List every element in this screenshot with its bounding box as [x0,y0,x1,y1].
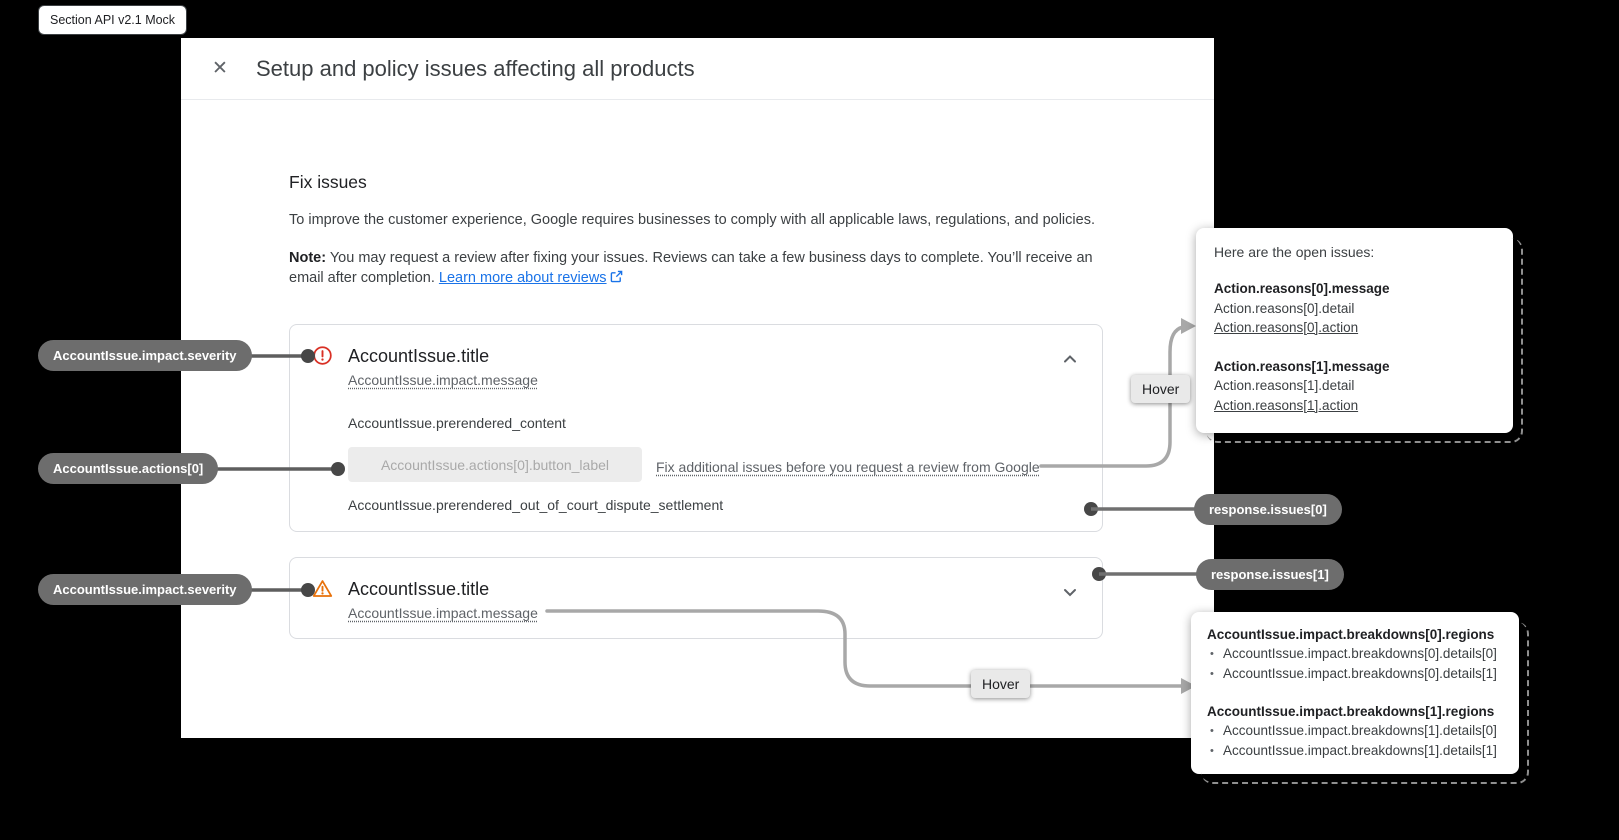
annotation-pill-impact-severity-1: AccountIssue.impact.severity [38,340,252,371]
annotation-pill-impact-severity-2: AccountIssue.impact.severity [38,574,252,605]
breakdown-detail: AccountIssue.impact.breakdowns[1].detail… [1207,721,1503,741]
issue-impact-message-link[interactable]: AccountIssue.impact.message [348,372,538,388]
breakdown-regions: AccountIssue.impact.breakdowns[0].region… [1207,627,1495,642]
dialog-header: ✕ Setup and policy issues affecting all … [181,38,1214,100]
issue-card-2: AccountIssue.title AccountIssue.impact.m… [289,557,1103,639]
hover-chip-1: Hover [1131,375,1191,403]
tooltip-breakdowns: AccountIssue.impact.breakdowns[0].region… [1191,612,1529,784]
breakdown-detail: AccountIssue.impact.breakdowns[1].detail… [1207,741,1503,760]
fix-additional-issues-link[interactable]: Fix additional issues before you request… [656,459,1040,475]
dispute-settlement-text: AccountIssue.prerendered_out_of_court_di… [348,497,724,513]
reason-action-link[interactable]: Action.reasons[1].action [1214,397,1359,413]
fix-issues-heading: Fix issues [289,172,367,192]
intro-text: To improve the customer experience, Goog… [289,212,1095,228]
mock-version-badge: Section API v2.1 Mock [38,5,188,35]
dialog-title: Setup and policy issues affecting all pr… [256,55,695,81]
issues-dialog: ✕ Setup and policy issues affecting all … [181,38,1214,738]
reason-detail: Action.reasons[0].detail [1214,300,1355,316]
learn-more-link[interactable]: Learn more about reviews [439,270,623,286]
warning-icon [312,578,333,599]
breakdown-group: AccountIssue.impact.breakdowns[0].region… [1207,625,1503,683]
reason-detail: Action.reasons[1].detail [1214,378,1355,393]
issue-title: AccountIssue.title [348,346,490,366]
note-text: Note: You may request a review after fix… [289,248,1119,289]
issue-title: AccountIssue.title [348,579,490,599]
issue-impact-message-link[interactable]: AccountIssue.impact.message [348,605,538,621]
breakdown-details-list: AccountIssue.impact.breakdowns[1].detail… [1207,721,1503,761]
hover-chip-2: Hover [971,670,1031,698]
annotation-pill-response-issues-1: response.issues[1] [1196,559,1344,590]
reason-group: Action.reasons[1].message Action.reasons… [1214,357,1495,416]
close-icon[interactable]: ✕ [212,58,228,79]
tooltip-heading: Here are the open issues: [1214,244,1375,260]
breakdown-details-list: AccountIssue.impact.breakdowns[0].detail… [1207,644,1503,684]
prerendered-content: AccountIssue.prerendered_content [348,415,566,431]
breakdown-group: AccountIssue.impact.breakdowns[1].region… [1207,702,1503,760]
breakdown-detail: AccountIssue.impact.breakdowns[0].detail… [1207,664,1503,683]
reason-message: Action.reasons[1].message [1214,358,1390,374]
breakdown-detail: AccountIssue.impact.breakdowns[0].detail… [1207,644,1503,664]
issue-card-1: AccountIssue.title AccountIssue.impact.m… [289,324,1103,532]
open-in-new-icon [610,269,623,289]
issue-action-button[interactable]: AccountIssue.actions[0].button_label [348,447,642,482]
tooltip-open-issues: Here are the open issues: Action.reasons… [1196,228,1523,443]
chevron-down-icon[interactable] [1058,580,1082,604]
annotation-pill-actions-0: AccountIssue.actions[0] [38,453,219,484]
annotation-pill-response-issues-0: response.issues[0] [1194,494,1342,525]
reason-group: Action.reasons[0].message Action.reasons… [1214,279,1495,338]
breakdown-regions: AccountIssue.impact.breakdowns[1].region… [1207,704,1495,719]
note-body: You may request a review after fixing yo… [289,250,1093,286]
note-label: Note: [289,250,327,266]
error-icon [312,345,333,366]
reason-message: Action.reasons[0].message [1214,281,1390,296]
chevron-up-icon[interactable] [1058,347,1082,371]
reason-action-link[interactable]: Action.reasons[0].action [1214,320,1359,335]
